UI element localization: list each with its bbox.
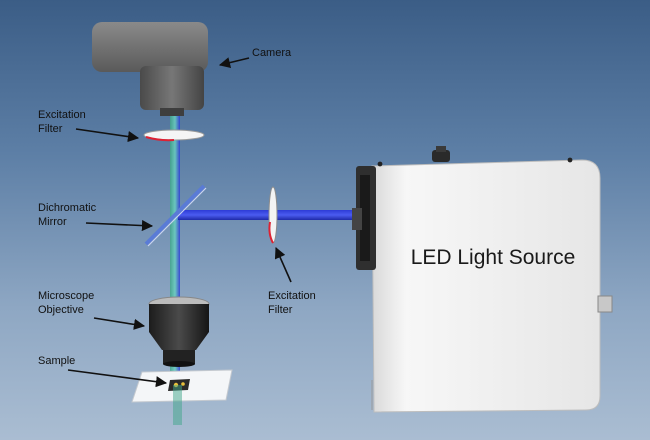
led-light-source-title: LED Light Source — [410, 246, 576, 269]
objective-lens — [148, 296, 210, 367]
label-dichromatic-mirror-line2: Mirror — [38, 216, 67, 228]
side-filter-disk — [268, 186, 278, 244]
label-microscope-objective: Microscope Objective — [38, 289, 94, 317]
camera — [92, 22, 208, 116]
camera-head — [92, 22, 208, 72]
camera-port — [160, 108, 184, 116]
label-excitation-filter-side-line2: Filter — [268, 304, 293, 316]
arrow-side-filter — [274, 246, 292, 283]
label-microscope-objective-line2: Objective — [38, 304, 84, 316]
label-dichromatic-mirror-line1: Dichromatic — [38, 202, 97, 214]
label-excitation-filter-top-line1: Excitation — [38, 109, 86, 121]
arrow-objective — [93, 317, 146, 330]
arrow-camera — [218, 57, 250, 69]
label-sample-text: Sample — [38, 355, 76, 367]
arrow-mirror — [85, 219, 154, 232]
dichromatic-mirror-plate — [144, 184, 207, 247]
arrow-sample — [67, 369, 168, 388]
label-excitation-filter-side: Excitation Filter — [268, 289, 316, 317]
arrow-top-filter — [75, 128, 140, 143]
label-excitation-filter-side-line1: Excitation — [268, 290, 316, 302]
sample-slide — [131, 369, 233, 425]
label-dichromatic-mirror: Dichromatic Mirror — [38, 201, 96, 229]
label-excitation-filter-top: Excitation Filter — [38, 108, 86, 136]
label-microscope-objective-line1: Microscope — [38, 290, 95, 302]
label-camera-text: Camera — [252, 47, 292, 59]
label-sample: Sample — [38, 354, 75, 368]
label-excitation-filter-top-line2: Filter — [38, 123, 63, 135]
camera-body — [140, 66, 204, 110]
leader-arrows — [67, 57, 292, 388]
top-filter-disk — [143, 129, 205, 142]
vertical-beam — [170, 116, 180, 378]
led-housing — [352, 146, 613, 413]
label-camera: Camera — [252, 46, 291, 60]
